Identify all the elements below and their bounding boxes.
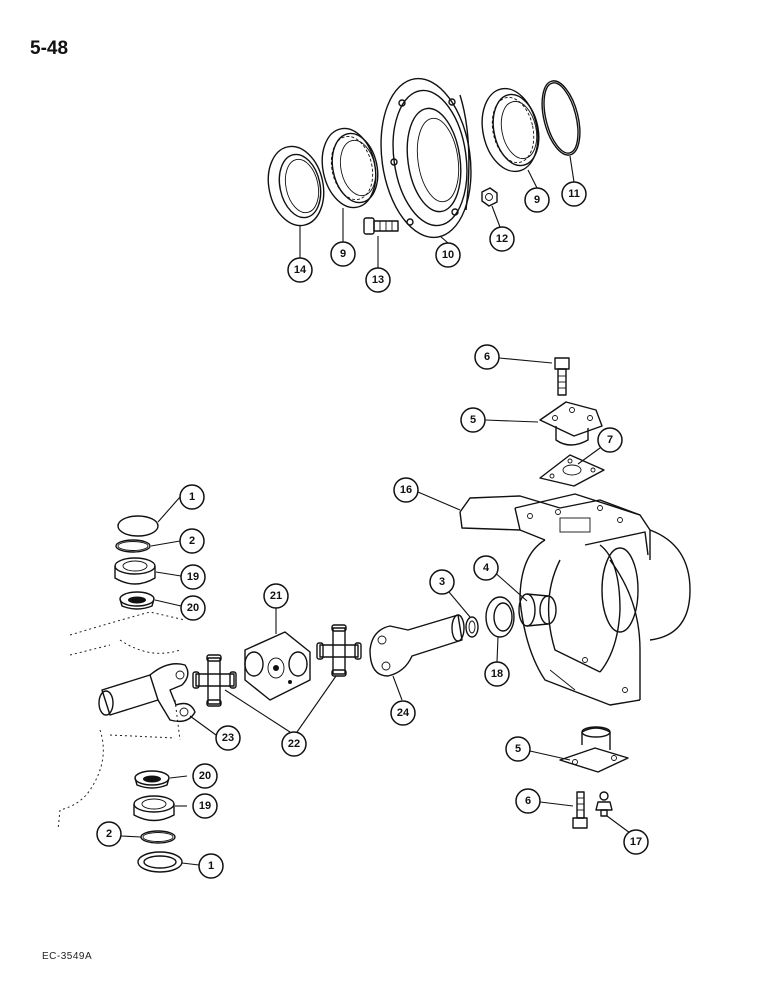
callout-10: 10	[435, 242, 461, 268]
svg-text:2: 2	[189, 535, 195, 547]
callout-13: 13	[365, 267, 391, 293]
bush-4	[518, 593, 557, 627]
bolt-6-bottom	[572, 791, 588, 829]
svg-text:9: 9	[340, 248, 346, 260]
o-ring-11	[541, 80, 581, 156]
cap-1-top	[117, 515, 159, 537]
spider-22-right	[316, 624, 362, 677]
callout-18: 18	[484, 661, 510, 687]
gasket-7	[539, 454, 605, 487]
svg-text:4: 4	[483, 562, 490, 574]
bearing-19-bottom	[133, 795, 175, 822]
svg-text:1: 1	[208, 860, 214, 872]
svg-text:14: 14	[294, 264, 307, 276]
callout-3: 3	[429, 569, 455, 595]
callout-23: 23	[215, 725, 241, 751]
washer-3	[465, 616, 479, 638]
bolt-13	[363, 217, 399, 235]
svg-text:2: 2	[106, 828, 112, 840]
callout-19-bottom: 19	[192, 793, 218, 819]
callout-4: 4	[473, 555, 499, 581]
figure-reference-code: EC-3549A	[42, 951, 93, 962]
callout-24: 24	[390, 700, 416, 726]
leader-lines	[120, 155, 631, 866]
callout-22: 22	[281, 731, 307, 757]
callout-14: 14	[287, 257, 313, 283]
callout-20-top: 20	[180, 595, 206, 621]
svg-text:22: 22	[288, 738, 300, 750]
grease-nipple-17	[595, 791, 613, 817]
svg-text:6: 6	[525, 795, 531, 807]
callout-21: 21	[263, 583, 289, 609]
svg-text:19: 19	[187, 571, 199, 583]
svg-text:17: 17	[630, 836, 642, 848]
svg-text:1: 1	[189, 491, 195, 503]
shaft-yoke-23	[98, 663, 196, 723]
axle-casing-outline	[57, 611, 186, 831]
callout-2-bottom: 2	[96, 821, 122, 847]
svg-text:20: 20	[199, 770, 211, 782]
svg-text:19: 19	[199, 800, 211, 812]
svg-text:10: 10	[442, 249, 454, 261]
callout-9-right: 9	[524, 187, 550, 213]
shaft-yoke-24	[369, 614, 465, 677]
callout-17: 17	[623, 829, 649, 855]
callout-5-bottom: 5	[505, 736, 531, 762]
page-number: 5-48	[30, 38, 69, 59]
king-pin-cap-5-top	[539, 401, 603, 446]
seal-14	[267, 145, 325, 227]
svg-text:23: 23	[222, 732, 234, 744]
cap-1-bottom	[137, 851, 183, 873]
svg-text:6: 6	[484, 351, 490, 363]
bearing-19-top	[114, 557, 156, 585]
bearing-9-right	[481, 87, 540, 173]
bolt-6-top	[554, 357, 570, 396]
callout-7: 7	[597, 427, 623, 453]
race-20-top	[119, 591, 155, 610]
o-ring-2-top	[115, 539, 151, 553]
svg-text:9: 9	[534, 194, 540, 206]
callout-5-top: 5	[460, 407, 486, 433]
svg-text:24: 24	[397, 707, 410, 719]
swivel-housing-16	[459, 493, 691, 706]
callout-9-left: 9	[330, 241, 356, 267]
callout-20-bottom: 20	[192, 763, 218, 789]
svg-text:5: 5	[515, 743, 521, 755]
svg-text:5: 5	[470, 414, 476, 426]
svg-text:16: 16	[400, 484, 412, 496]
svg-text:21: 21	[270, 590, 282, 602]
callout-12: 12	[489, 226, 515, 252]
nut-12	[481, 187, 498, 207]
centre-yoke-21	[244, 631, 311, 701]
svg-text:3: 3	[439, 576, 445, 588]
svg-text:18: 18	[491, 668, 503, 680]
svg-text:7: 7	[607, 434, 613, 446]
callout-11: 11	[561, 181, 587, 207]
svg-text:12: 12	[496, 233, 508, 245]
bearing-9-left	[321, 127, 379, 209]
hub-10	[380, 77, 472, 239]
callout-6-top: 6	[474, 344, 500, 370]
callout-6-bottom: 6	[515, 788, 541, 814]
svg-text:13: 13	[372, 274, 384, 286]
race-20-bottom	[134, 770, 170, 789]
callout-1-bottom: 1	[198, 853, 224, 879]
callout-16: 16	[393, 477, 419, 503]
spider-22-left	[192, 654, 237, 707]
svg-text:20: 20	[187, 602, 199, 614]
o-ring-2-bottom	[140, 830, 176, 844]
callout-19-top: 19	[180, 564, 206, 590]
king-pin-5-bottom	[559, 726, 629, 773]
callout-1-top: 1	[179, 484, 205, 510]
svg-text:11: 11	[568, 188, 580, 200]
callout-2-top: 2	[179, 528, 205, 554]
seal-18	[485, 596, 515, 638]
